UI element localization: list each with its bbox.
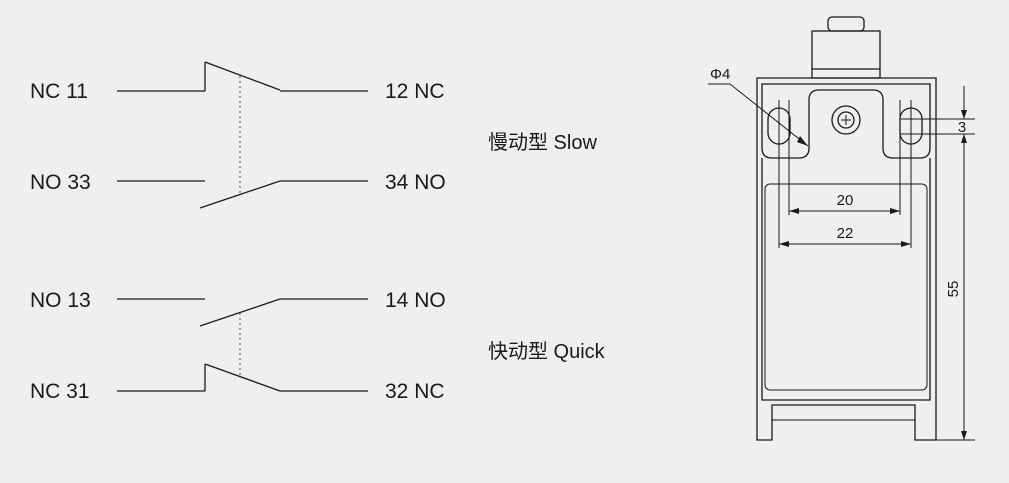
slow-mode-label: 慢动型 Slow — [488, 131, 597, 154]
plunger-collar — [811, 69, 881, 79]
terminal-34no: 34 NO — [385, 171, 446, 194]
dim-55-label: 55 — [945, 281, 962, 298]
dim-22-label: 22 — [837, 225, 854, 242]
terminal-nc11: NC 11 — [30, 80, 88, 103]
dim-arrow-20-left — [789, 208, 799, 214]
terminal-no33: NO 33 — [30, 171, 91, 194]
hole-diameter-label: Φ4 — [710, 66, 730, 83]
switch-body-drawing: Φ4 20 22 3 55 — [708, 16, 975, 441]
terminal-nc31: NC 31 — [30, 380, 90, 403]
dim-arrow-22-right — [901, 241, 911, 247]
plunger-cap — [827, 16, 865, 32]
dim-arrow-3-top — [961, 110, 967, 119]
terminal-no13: NO 13 — [30, 289, 91, 312]
contact-blade-slow-nc — [204, 61, 281, 91]
terminal-12nc: 12 NC — [385, 80, 445, 103]
center-screw-outer — [831, 105, 861, 135]
contact-blade-quick-no — [199, 298, 281, 327]
dim-arrow-22-left — [779, 241, 789, 247]
dim-3-label: 3 — [958, 119, 966, 136]
contact-blade-slow-no — [199, 180, 281, 209]
contact-blade-quick-nc — [204, 363, 281, 392]
slow-schematic: NC 11 12 NC NO 33 34 NO 慢动型 Slow — [30, 61, 597, 209]
terminal-32nc: 32 NC — [385, 380, 445, 403]
dim-arrow-20-right — [890, 208, 900, 214]
phi-leader-arrow — [797, 136, 808, 146]
head-recess — [761, 83, 931, 159]
terminal-14no: 14 NO — [385, 289, 446, 312]
phi-leader-line — [729, 83, 809, 147]
switch-body-outline — [756, 77, 937, 441]
screw-cross-icon — [841, 115, 851, 125]
quick-schematic: NO 13 14 NO NC 31 32 NC 快动型 Quick — [30, 289, 606, 403]
quick-mode-label: 快动型 Quick — [488, 340, 606, 363]
plunger-guide — [811, 30, 881, 70]
center-screw-head — [837, 111, 855, 129]
dim-arrow-55-bottom — [961, 431, 967, 440]
label-window — [764, 183, 928, 391]
housing-side-lines — [761, 158, 931, 401]
dim-20-label: 20 — [837, 192, 854, 209]
